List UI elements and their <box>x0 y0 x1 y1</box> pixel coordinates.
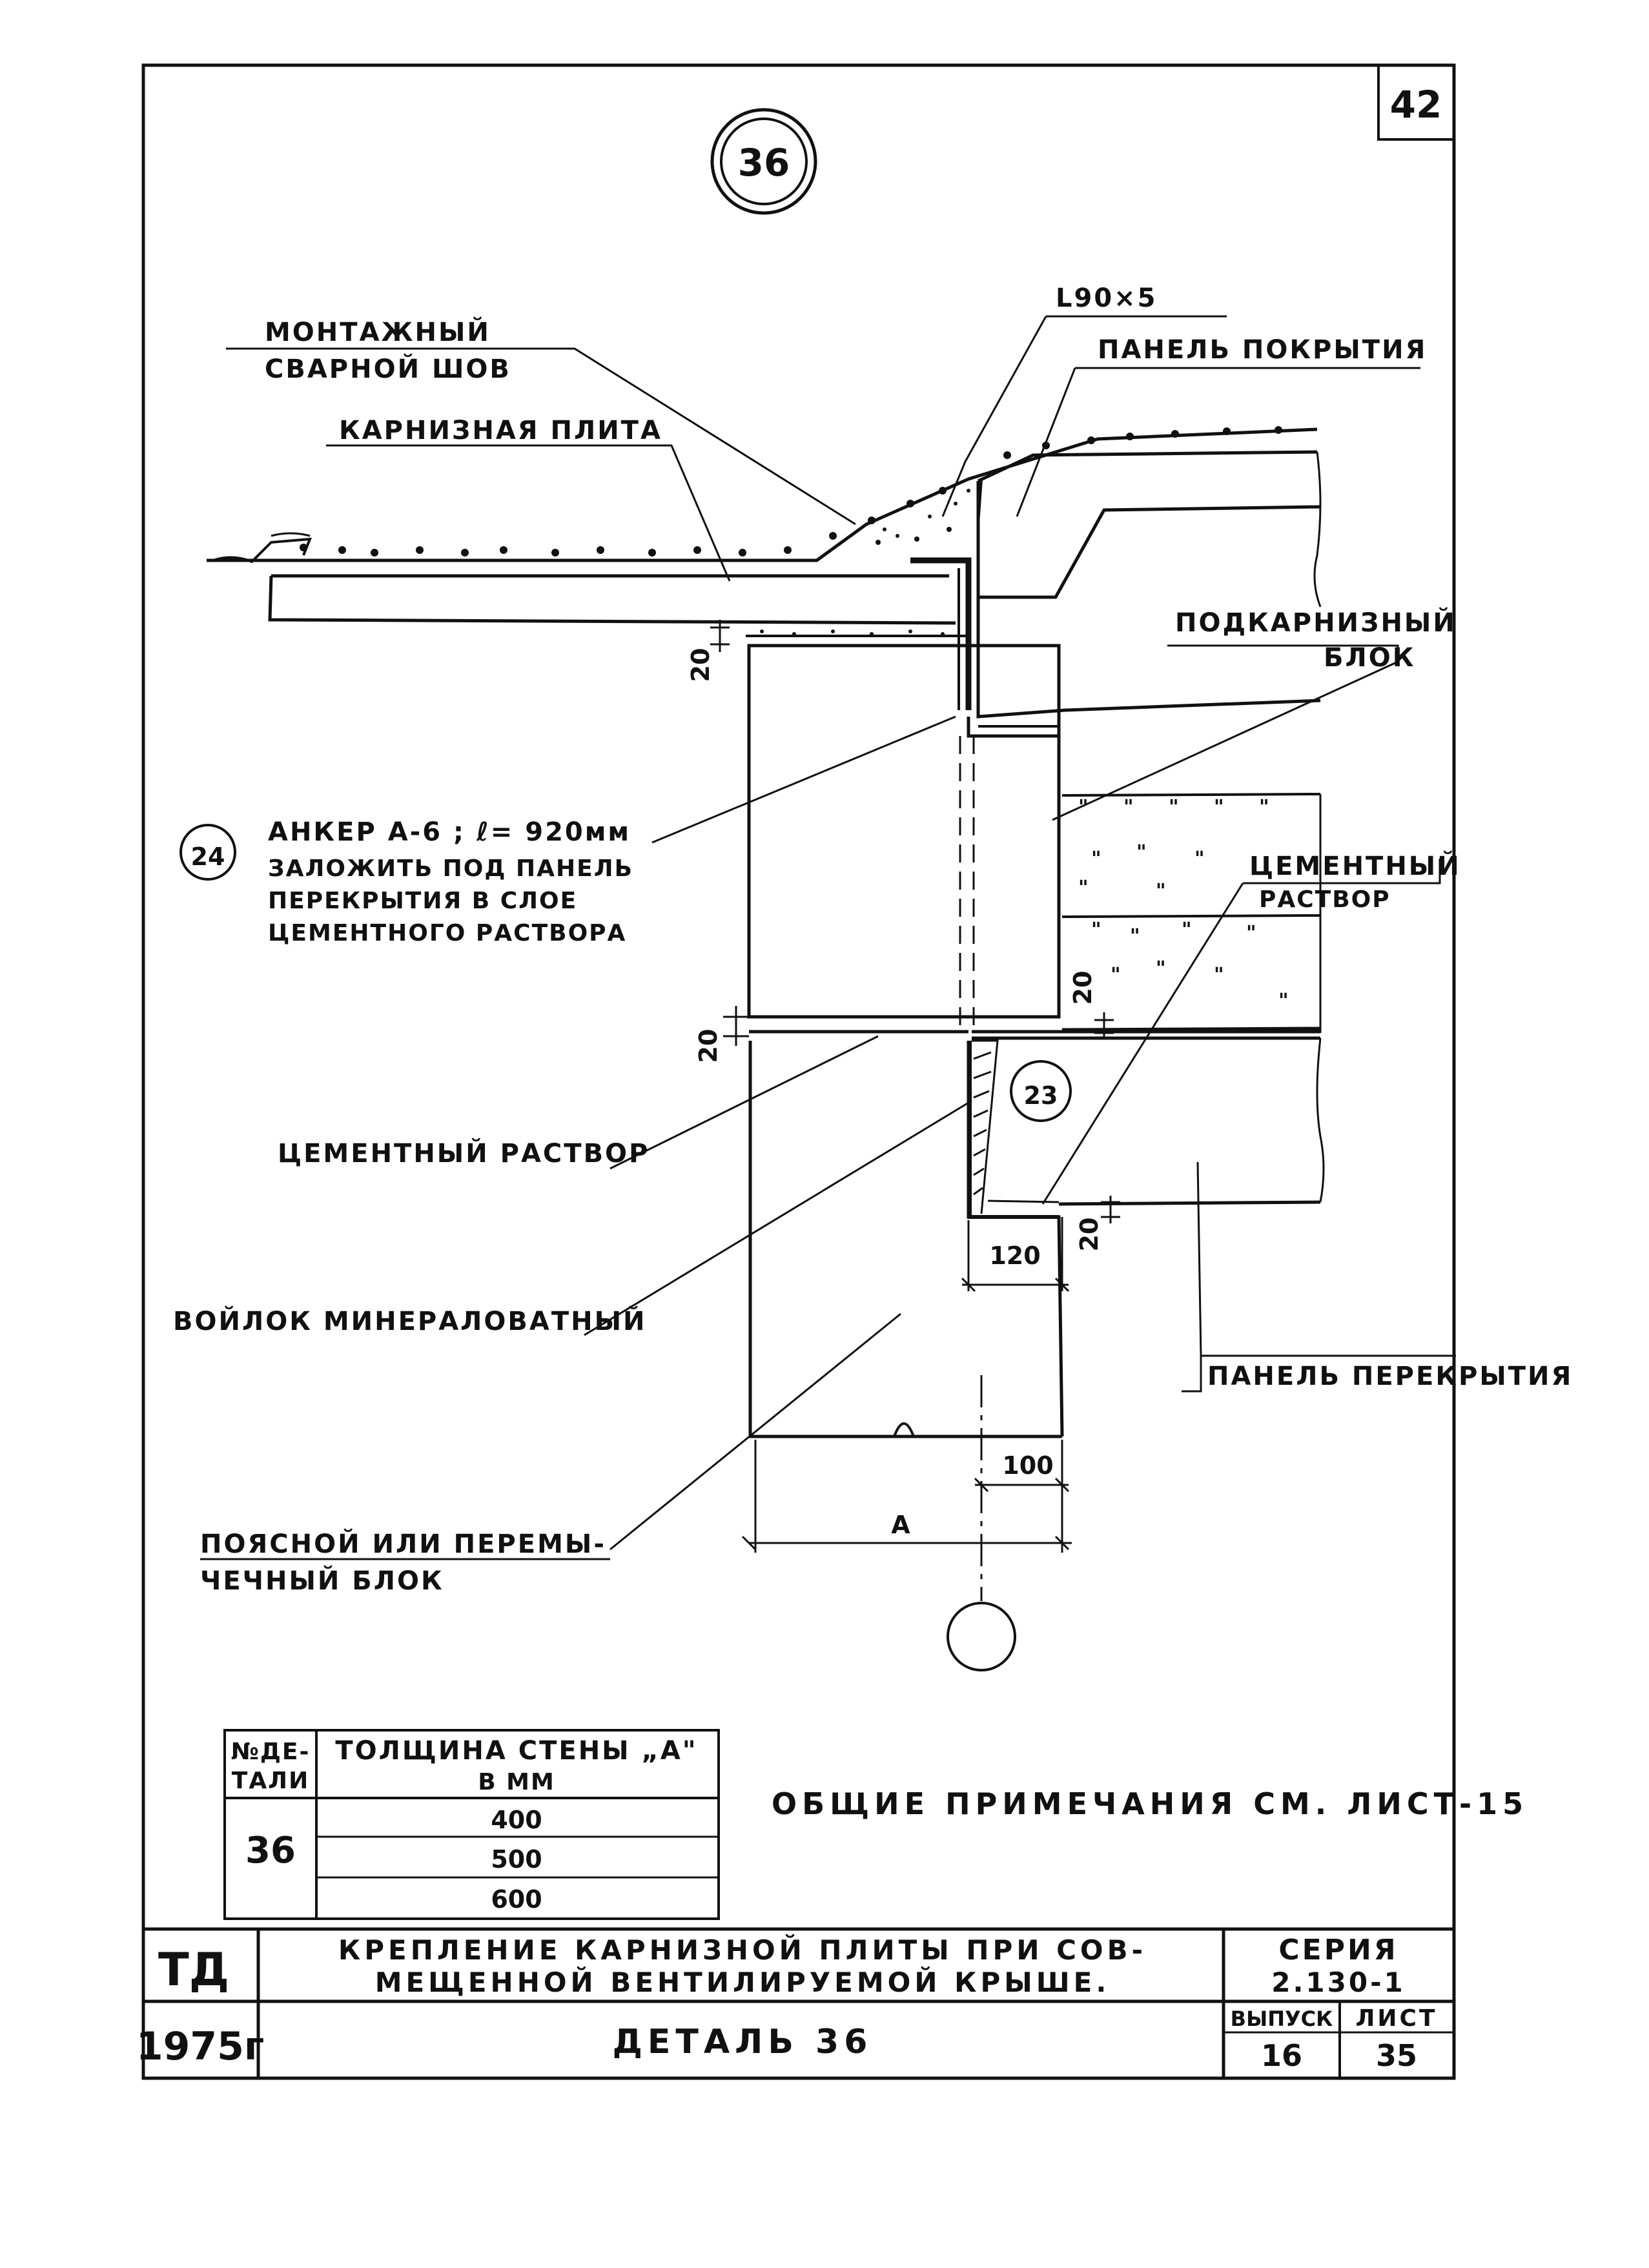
roof-panel <box>976 450 1322 608</box>
label-angle: L90×5 <box>1056 283 1158 313</box>
svg-text:": " <box>1111 964 1121 986</box>
svg-text:": " <box>1278 990 1289 1012</box>
label-anchor-line2: ЗАЛОЖИТЬ ПОД ПАНЕЛЬ <box>268 855 633 882</box>
dim-a: А <box>891 1511 910 1539</box>
label-under-cornice-line1: ПОДКАРНИЗНЫЙ <box>1175 607 1457 638</box>
label-cement-right-line2: РАСТВОР <box>1259 886 1391 913</box>
table-header-detail-line1: №ДЕ- <box>231 1739 311 1765</box>
dim-120: 120 <box>989 1241 1040 1270</box>
table-header-thickness-line2: В ММ <box>478 1769 555 1795</box>
steel-angle <box>910 557 972 710</box>
dimension-lines <box>710 620 1120 1553</box>
floor-panel <box>972 1030 1325 1206</box>
sheet-value: 35 <box>1376 2038 1417 2073</box>
dim-20-top: 20 <box>686 648 715 682</box>
svg-text:": " <box>1259 796 1269 819</box>
label-under-cornice-line2: БЛОК <box>1324 643 1415 673</box>
svg-text:": " <box>1214 964 1224 986</box>
mineral-felt-hatch <box>968 1039 1060 1219</box>
title-block <box>143 1927 1454 2078</box>
dim-20-mid-right: 20 <box>1069 971 1097 1005</box>
svg-text:": " <box>1091 848 1101 870</box>
title-line2: МЕЩЕННОЙ ВЕНТИЛИРУЕМОЙ КРЫШЕ. <box>375 1966 1111 1998</box>
mortar-fill-joint <box>876 489 970 545</box>
ref-label-23: 23 <box>1024 1081 1058 1110</box>
label-roof-panel: ПАНЕЛЬ ПОКРЫТИЯ <box>1098 335 1427 365</box>
issue-value: 16 <box>1261 2038 1302 2073</box>
page-number-box <box>1377 64 1455 141</box>
title-year: 1975г <box>136 2024 264 2069</box>
label-weld-line1: МОНТАЖНЫЙ <box>265 316 491 347</box>
label-anchor-line1: АНКЕР А-6 ; ℓ= 920мм <box>268 817 631 847</box>
roofing-dots <box>300 426 1282 557</box>
axis-marker <box>947 1602 1016 1671</box>
detail-circle-inner <box>720 117 808 205</box>
page-number: 42 <box>1390 83 1442 127</box>
table-row-1: 400 <box>491 1806 542 1834</box>
wall-block-upper <box>746 635 1061 1027</box>
svg-text:": " <box>1214 796 1224 819</box>
dim-100: 100 <box>1002 1451 1053 1480</box>
sheet-label: ЛИСТ <box>1355 2005 1437 2032</box>
label-belt-line2: ЧЕЧНЫЙ БЛОК <box>200 1565 444 1596</box>
detail-circle-outer <box>710 108 817 215</box>
table-row-3: 600 <box>491 1885 542 1914</box>
label-anchor-line3: ПЕРЕКРЫТИЯ В СЛОЕ <box>268 888 577 914</box>
label-floor-panel: ПАНЕЛЬ ПЕРЕКРЫТИЯ <box>1207 1362 1573 1391</box>
leader-lines <box>200 315 1456 1560</box>
table-detail-value: 36 <box>245 1830 296 1872</box>
svg-text:": " <box>1194 848 1205 870</box>
title-org: ТД <box>158 1943 229 1996</box>
cornice-slab <box>207 427 1318 625</box>
sheet-frame <box>141 63 1456 2080</box>
label-cement-left: ЦЕМЕНТНЫЙ РАСТВОР <box>278 1138 650 1169</box>
svg-text:": " <box>1123 796 1134 819</box>
insulation-marks: """"" """ "" """" """" <box>1078 796 1289 1012</box>
ref-bubble-23 <box>1010 1060 1072 1122</box>
ref-bubble-24 <box>179 824 236 881</box>
title-line1: КРЕПЛЕНИЕ КАРНИЗНОЙ ПЛИТЫ ПРИ СОВ- <box>338 1934 1147 1966</box>
label-anchor-line4: ЦЕМЕНТНОГО РАСТВОРА <box>268 920 626 946</box>
general-notes: ОБЩИЕ ПРИМЕЧАНИЯ СМ. ЛИСТ-15 <box>772 1786 1528 1821</box>
series-label: СЕРИЯ <box>1278 1934 1398 1967</box>
svg-text:": " <box>1156 880 1166 903</box>
detail-circle-label: 36 <box>738 141 790 185</box>
svg-text:": " <box>1091 919 1101 941</box>
table-header-thickness-line1: ТОЛЩИНА СТЕНЫ „А" <box>335 1736 697 1766</box>
belt-block <box>748 1030 1064 1438</box>
dim-20-mid-left: 20 <box>694 1029 722 1063</box>
svg-text:": " <box>1182 919 1192 941</box>
issue-label: ВЫПУСК <box>1231 2007 1333 2031</box>
svg-text:": " <box>1078 877 1089 899</box>
ref-label-24: 24 <box>191 843 225 871</box>
label-cornice-slab: КАРНИЗНАЯ ПЛИТА <box>339 416 662 445</box>
detail-title: ДЕТАЛЬ 36 <box>613 2023 873 2061</box>
label-felt: ВОЙЛОК МИНЕРАЛОВАТНЫЙ <box>173 1305 647 1336</box>
svg-text:": " <box>1156 957 1166 980</box>
dim-20-bottom-right: 20 <box>1075 1218 1103 1252</box>
label-belt-line1: ПОЯСНОЙ ИЛИ ПЕРЕМЫ- <box>200 1528 606 1559</box>
table-row-2: 500 <box>491 1845 542 1874</box>
svg-text:": " <box>1078 796 1089 819</box>
wall-table <box>223 1729 720 1920</box>
label-cement-right-line1: ЦЕМЕНТНЫЙ <box>1249 850 1461 881</box>
svg-text:": " <box>1246 922 1256 945</box>
series-value: 2.130-1 <box>1271 1967 1406 1998</box>
svg-text:": " <box>1169 796 1179 819</box>
table-header-detail-line2: ТАЛИ <box>232 1768 309 1794</box>
svg-text:": " <box>1130 925 1140 948</box>
svg-text:": " <box>1136 841 1147 864</box>
mortar-dots-top <box>760 629 945 636</box>
label-weld-line2: СВАРНОЙ ШОВ <box>265 353 511 384</box>
